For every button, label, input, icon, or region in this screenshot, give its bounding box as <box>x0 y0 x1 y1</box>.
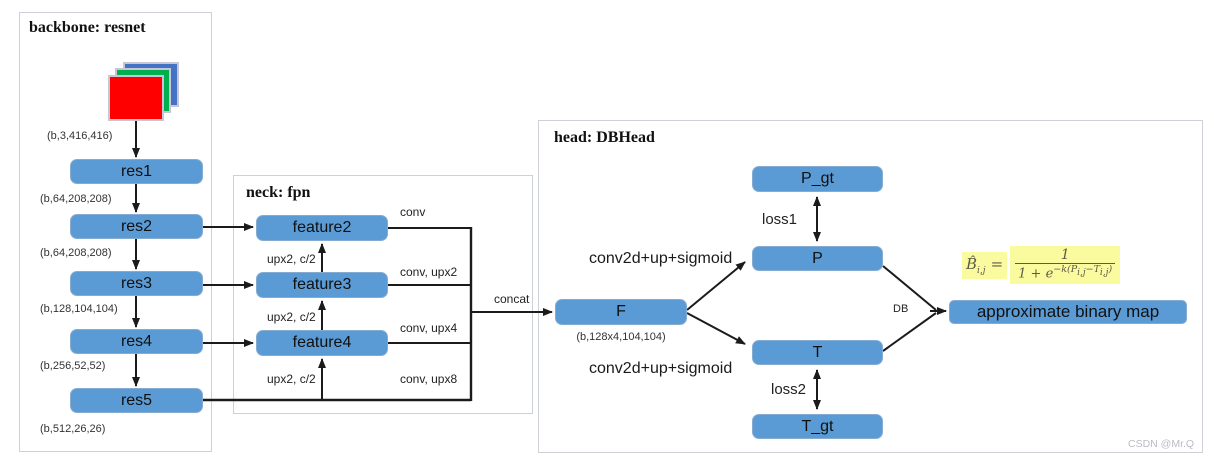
node-approximate-binary-map: approximate binary map <box>949 300 1187 324</box>
node-f: F <box>555 299 687 325</box>
formula-fraction: 1 1 + e−k(Pi,j−Ti,j) <box>1010 246 1121 285</box>
node-res1: res1 <box>70 159 203 184</box>
backbone-title: backbone: resnet <box>29 19 146 36</box>
watermark: CSDN @Mr.Q <box>1128 438 1195 450</box>
loss1-label: loss1 <box>762 211 798 228</box>
out-label-conv-upx2: conv, upx2 <box>400 265 458 279</box>
node-p: P <box>752 246 883 271</box>
up-label-3: upx2, c/2 <box>267 372 316 386</box>
node-feature4: feature4 <box>256 330 388 356</box>
shape-label-f: (b,128x4,104,104) <box>576 331 666 343</box>
node-res2: res2 <box>70 214 203 239</box>
node-feature2: feature2 <box>256 215 388 241</box>
input-image-red-layer <box>108 75 164 121</box>
node-res5: res5 <box>70 388 203 413</box>
node-p-gt: P_gt <box>752 166 883 192</box>
up-label-2: upx2, c/2 <box>267 310 316 324</box>
shape-label-res5: (b,512,26,26) <box>40 423 106 435</box>
neck-title: neck: fpn <box>246 184 311 201</box>
shape-label-res3: (b,128,104,104) <box>40 303 118 315</box>
node-feature3: feature3 <box>256 272 388 298</box>
node-t: T <box>752 340 883 365</box>
node-t-gt: T_gt <box>752 414 883 439</box>
shape-label-res1: (b,64,208,208) <box>40 193 112 205</box>
concat-label: concat <box>494 292 530 306</box>
formula-lhs: B̂i,j= <box>962 251 1008 279</box>
conv2d-label-bottom: conv2d+up+sigmoid <box>589 360 733 377</box>
db-formula: B̂i,j= 1 1 + e−k(Pi,j−Ti,j) <box>962 246 1121 285</box>
up-label-1: upx2, c/2 <box>267 252 316 266</box>
shape-label-input: (b,3,416,416) <box>47 130 113 142</box>
node-res3: res3 <box>70 271 203 296</box>
shape-label-res4: (b,256,52,52) <box>40 360 106 372</box>
db-label: DB <box>893 303 909 315</box>
loss2-label: loss2 <box>771 381 807 398</box>
node-res4: res4 <box>70 329 203 354</box>
out-label-conv-upx4: conv, upx4 <box>400 321 458 335</box>
head-title: head: DBHead <box>554 129 655 146</box>
shape-label-res2: (b,64,208,208) <box>40 247 112 259</box>
conv2d-label-top: conv2d+up+sigmoid <box>589 250 733 267</box>
out-label-conv: conv <box>400 205 426 219</box>
out-label-conv-upx8: conv, upx8 <box>400 372 458 386</box>
